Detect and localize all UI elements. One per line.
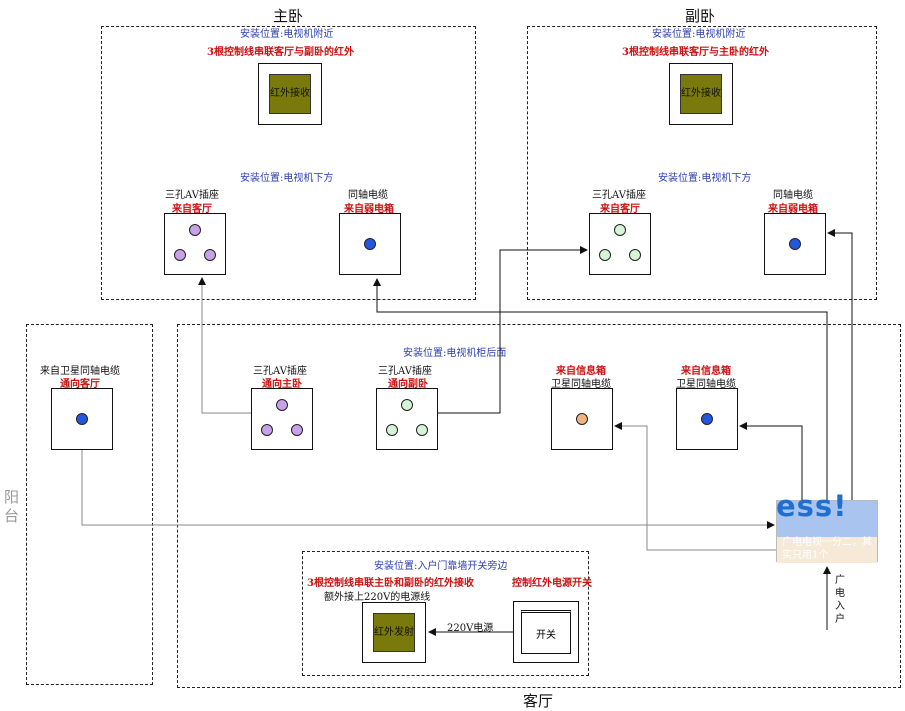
living-location: 安装位置:电视机柜后面: [403, 348, 507, 359]
master-tv-location: 安装位置:电视机下方: [240, 173, 334, 184]
master-coax-source: 来自弱电箱: [344, 204, 394, 215]
living-av-socket-to-second: [376, 388, 438, 450]
coax-hole: [576, 413, 588, 425]
splitter-logo: ess!: [776, 489, 848, 523]
living-sat1-source: 来自信息箱: [556, 366, 606, 377]
balcony-region: [26, 324, 153, 685]
splitter-note: 广电电视一分二，其实只用1个: [782, 537, 872, 561]
entry-location: 安装位置:入户门靠墙开关旁边: [374, 561, 508, 572]
av-hole: [401, 399, 413, 411]
living-av-socket-to-master: [251, 388, 313, 450]
living-sat1-name: 卫星同轴电缆: [551, 379, 611, 390]
master-coax-name: 同轴电缆: [348, 190, 388, 201]
master-ir-location: 安装位置:电视机附近: [240, 29, 334, 40]
second-ir-location: 安装位置:电视机附近: [652, 29, 746, 40]
wire-splitter-to-socket-1: [614, 422, 776, 551]
second-coax-socket: [764, 213, 826, 275]
wire-av-living-to-master: [198, 277, 251, 414]
entry-ir-emitter-label: 红外发射: [373, 613, 415, 652]
cable-splitter: [776, 500, 878, 563]
living-sat-socket-1: [551, 388, 613, 450]
entry-power-note: 额外接上220V的电源线: [324, 592, 431, 603]
living-sat-socket-2: [676, 388, 738, 450]
living-av1-name: 三孔AV插座: [253, 366, 307, 377]
av-hole: [261, 424, 273, 436]
ir-power-switch: 开关: [513, 601, 579, 663]
av-hole: [614, 224, 626, 236]
master-av-name: 三孔AV插座: [165, 190, 219, 201]
av-hole: [599, 249, 611, 261]
coax-hole: [789, 238, 801, 250]
second-coax-name: 同轴电缆: [773, 190, 813, 201]
wire-sat-to-socket-2: [739, 422, 803, 500]
entry-ir-note: 3根控制线串联主卧和副卧的红外接收: [307, 578, 474, 589]
splitter-top: [777, 501, 877, 537]
living-av2-dest: 通向副卧: [388, 379, 428, 390]
av-hole: [386, 424, 398, 436]
living-sat2-source: 来自信息箱: [681, 366, 731, 377]
second-tv-location: 安装位置:电视机下方: [658, 173, 752, 184]
master-av-socket: [164, 213, 226, 275]
entry-power-wire-label: 220V电源: [447, 623, 494, 634]
entry-switch-title: 控制红外电源开关: [512, 578, 592, 589]
master-av-source: 来自客厅: [172, 204, 212, 215]
second-bedroom-title: 副卧: [685, 7, 716, 25]
entry-region: [302, 551, 589, 676]
master-bedroom-region: [101, 26, 476, 300]
living-av1-dest: 通向主卧: [262, 379, 302, 390]
wire-balcony-to-splitter: [81, 450, 775, 529]
wire-sat-to-socket-1: [740, 425, 803, 500]
master-ir-receiver-label: 红外接收: [269, 74, 311, 114]
balcony-coax-socket: [51, 388, 113, 450]
second-ir-note: 3根控制线串联客厅与主卧的红外: [622, 47, 769, 58]
master-bedroom-title: 主卧: [273, 7, 304, 25]
master-ir-receiver: 红外接收: [258, 63, 322, 125]
entry-ir-emitter: 红外发射: [362, 602, 426, 663]
living-room-title: 客厅: [523, 692, 554, 710]
splitter-bottom: [777, 537, 877, 563]
balcony-title: 阳台: [4, 488, 20, 525]
second-coax-source: 来自弱电箱: [768, 204, 818, 215]
balcony-cable-name: 来自卫星同轴电缆: [40, 366, 120, 377]
second-av-source: 来自客厅: [600, 204, 640, 215]
coax-hole: [76, 413, 88, 425]
av-hole: [204, 249, 216, 261]
cable-in-label: 广电入户: [835, 575, 845, 625]
av-hole: [189, 224, 201, 236]
master-ir-note: 3根控制线串联客厅与副卧的红外: [207, 47, 354, 58]
av-hole: [174, 249, 186, 261]
second-ir-receiver-label: 红外接收: [680, 74, 722, 114]
second-ir-receiver: 红外接收: [669, 63, 733, 125]
coax-hole: [364, 238, 376, 250]
living-room-region: [177, 324, 901, 688]
av-hole: [276, 399, 288, 411]
living-sat2-name: 卫星同轴电缆: [676, 379, 736, 390]
living-av2-name: 三孔AV插座: [378, 366, 432, 377]
av-hole: [416, 424, 428, 436]
wire-av-living-to-second: [438, 246, 588, 414]
master-coax-socket: [339, 213, 401, 275]
balcony-cable-dest: 通向客厅: [60, 379, 100, 390]
coax-hole: [701, 413, 713, 425]
av-hole: [629, 249, 641, 261]
switch-face: 开关: [521, 610, 571, 654]
av-hole: [291, 424, 303, 436]
wire-coax-to-master: [373, 278, 828, 500]
second-bedroom-region: [527, 26, 877, 300]
second-av-name: 三孔AV插座: [592, 190, 646, 201]
second-av-socket: [589, 213, 651, 275]
wire-coax-to-second: [827, 229, 853, 500]
